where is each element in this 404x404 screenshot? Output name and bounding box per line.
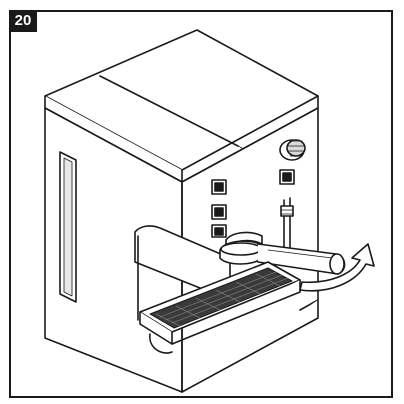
control-buttons (211, 179, 227, 238)
steam-knob (279, 139, 306, 185)
rotate-right-arrow-icon (299, 243, 375, 292)
step-number-badge: 20 (9, 10, 37, 32)
top-cover (44, 29, 319, 183)
water-level-window (59, 151, 77, 303)
portafilter (219, 240, 346, 275)
base-foot (149, 333, 173, 354)
drip-tray (139, 261, 301, 345)
